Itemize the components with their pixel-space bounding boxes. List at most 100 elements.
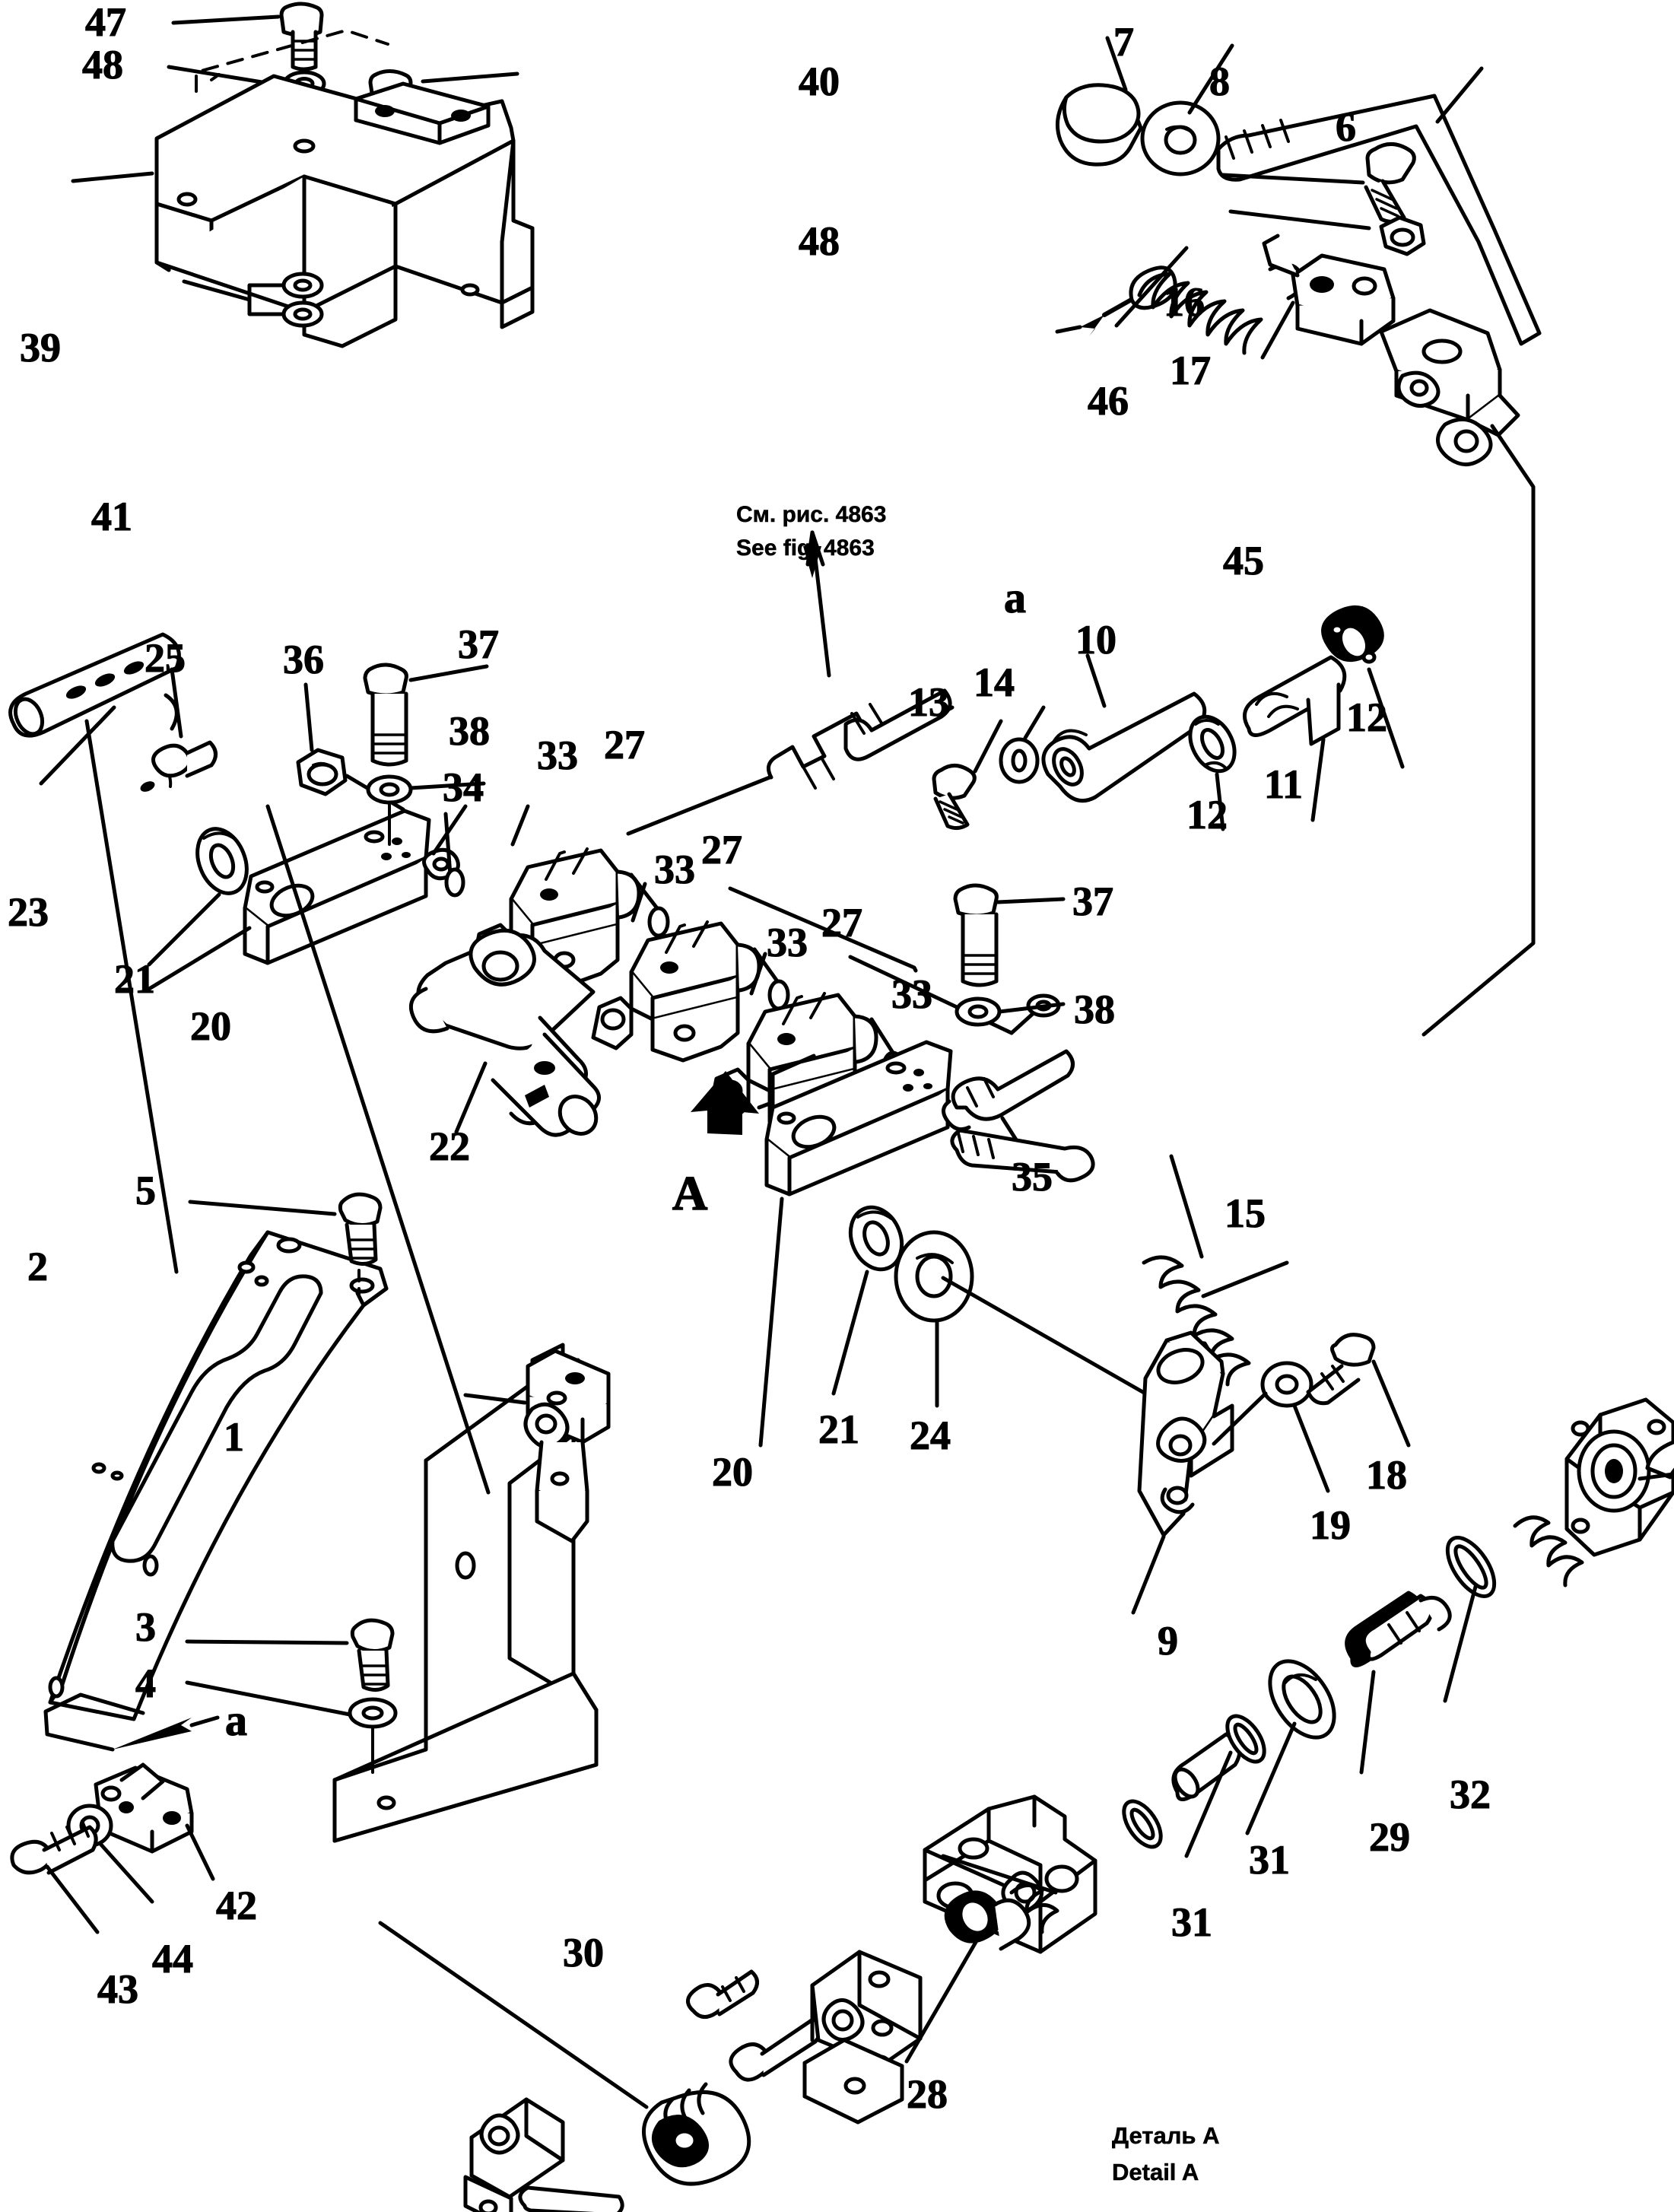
part-24-washer — [894, 1230, 974, 1323]
callout-9: 9 — [1157, 1618, 1178, 1664]
part-45-bracket-lower — [1379, 308, 1520, 466]
part-1-housing — [332, 1343, 611, 1843]
callout-20-left: 20 — [189, 1003, 231, 1049]
callout-35: 35 — [1011, 1154, 1053, 1200]
part-18-bolt — [1306, 1333, 1376, 1406]
callout-45: 45 — [1222, 538, 1264, 583]
ref-marker-a-lower: a — [224, 1695, 247, 1745]
callout-39: 39 — [19, 325, 61, 370]
see-fig-note-en: See fig. 4863 — [736, 536, 875, 561]
callout-40: 40 — [798, 59, 840, 104]
callout-27-c: 27 — [821, 900, 862, 946]
callout-33-b: 33 — [653, 847, 695, 892]
callout-43: 43 — [97, 1966, 138, 2012]
callout-12-b: 12 — [1186, 792, 1228, 837]
part-10-pivot-pin — [1041, 691, 1207, 803]
callout-22: 22 — [428, 1123, 470, 1169]
detail-a-sequence — [1122, 1515, 1584, 1849]
part-2-guard-plate — [48, 1230, 389, 1721]
callout-37-left: 37 — [457, 621, 499, 667]
callout-8: 8 — [1209, 59, 1230, 104]
callout-44: 44 — [151, 1936, 193, 1982]
callout-2: 2 — [27, 1244, 48, 1289]
part-15-spring — [1142, 1255, 1251, 1387]
callout-7: 7 — [1113, 19, 1134, 65]
callout-41: 41 — [91, 494, 132, 539]
callout-38-right: 38 — [1073, 987, 1115, 1032]
detail-a-bolt — [1645, 1440, 1674, 1479]
part-16-bolt-lever — [1364, 142, 1416, 224]
callout-37-right: 37 — [1072, 879, 1113, 924]
callout-24: 24 — [909, 1413, 951, 1458]
part-3-bolt — [350, 1618, 395, 1692]
part-43-bolt — [10, 1819, 98, 1875]
part-12-bearing-a — [1188, 714, 1237, 774]
part-4-washer — [348, 1697, 398, 1729]
part-35-bolt — [950, 1128, 1095, 1183]
ref-marker-a-upper: a — [1003, 572, 1026, 622]
callout-4: 4 — [135, 1661, 156, 1706]
callout-36: 36 — [282, 637, 324, 682]
callout-19: 19 — [1309, 1502, 1351, 1548]
callout-21-left: 21 — [113, 956, 155, 1002]
connector-rod-see-fig — [766, 688, 955, 790]
callout-34: 34 — [442, 764, 484, 810]
callout-21-right: 21 — [818, 1406, 859, 1452]
part-47-bolt — [279, 2, 324, 72]
part-21-bushing-right — [848, 1205, 904, 1272]
detail-a-title-ru: Деталь А — [1112, 2122, 1220, 2150]
callout-27-b: 27 — [700, 827, 742, 872]
detail-a-title-en: Detail A — [1112, 2159, 1199, 2186]
callout-12-a: 12 — [1345, 694, 1387, 740]
callout-18: 18 — [1365, 1452, 1407, 1498]
callout-42: 42 — [215, 1883, 257, 1928]
part-14-washer — [999, 737, 1040, 784]
part-12-bearing-b — [1321, 605, 1384, 664]
callout-14: 14 — [973, 659, 1015, 705]
callout-1: 1 — [223, 1414, 244, 1460]
part-19-washer — [1260, 1361, 1313, 1408]
callout-48-top: 48 — [81, 42, 123, 87]
detail-a-end-cap — [1564, 1397, 1674, 1557]
part-20-link-bar-left — [243, 809, 431, 965]
callout-31-a: 31 — [1248, 1837, 1290, 1883]
callout-20-right: 20 — [711, 1449, 753, 1495]
part-8-washer-lever — [1140, 100, 1221, 176]
part-36-nut — [296, 748, 348, 796]
callout-17: 17 — [1169, 348, 1211, 393]
callout-15: 15 — [1224, 1190, 1266, 1236]
callout-13: 13 — [907, 679, 949, 725]
callout-6: 6 — [1335, 104, 1356, 150]
part-22-valve — [409, 928, 601, 1137]
callout-33-a: 33 — [536, 733, 578, 778]
part-7-knob — [1055, 83, 1143, 167]
part-20-link-bar-right — [764, 1040, 953, 1197]
callout-3: 3 — [135, 1604, 156, 1650]
bottom-switch-assembly — [463, 1854, 1059, 2212]
part-38-washer-right — [955, 996, 1002, 1027]
callout-33-c: 33 — [766, 920, 808, 965]
callout-31-b: 31 — [1171, 1899, 1212, 1945]
part-42-bracket — [94, 1762, 194, 1854]
callout-16: 16 — [1163, 279, 1205, 325]
part-45-bracket — [1262, 234, 1396, 346]
callout-5: 5 — [135, 1168, 156, 1213]
callout-28: 28 — [906, 2071, 948, 2117]
part-11-sleeve — [1242, 655, 1347, 746]
part-13-bolt — [932, 764, 977, 831]
callout-30: 30 — [562, 1930, 604, 1975]
callout-47: 47 — [84, 0, 126, 45]
section-marker-A: A — [672, 1165, 708, 1221]
callout-48-mid: 48 — [798, 218, 840, 264]
callout-27-a: 27 — [603, 722, 645, 768]
part-38-washer-left — [366, 774, 413, 805]
callout-23: 23 — [7, 889, 49, 935]
part-39-cover — [154, 29, 535, 348]
callout-38-left: 38 — [448, 708, 490, 754]
callout-29: 29 — [1368, 1814, 1410, 1860]
part-41-washers — [182, 272, 324, 328]
callout-33-d: 33 — [891, 971, 932, 1017]
callout-10: 10 — [1075, 617, 1117, 663]
